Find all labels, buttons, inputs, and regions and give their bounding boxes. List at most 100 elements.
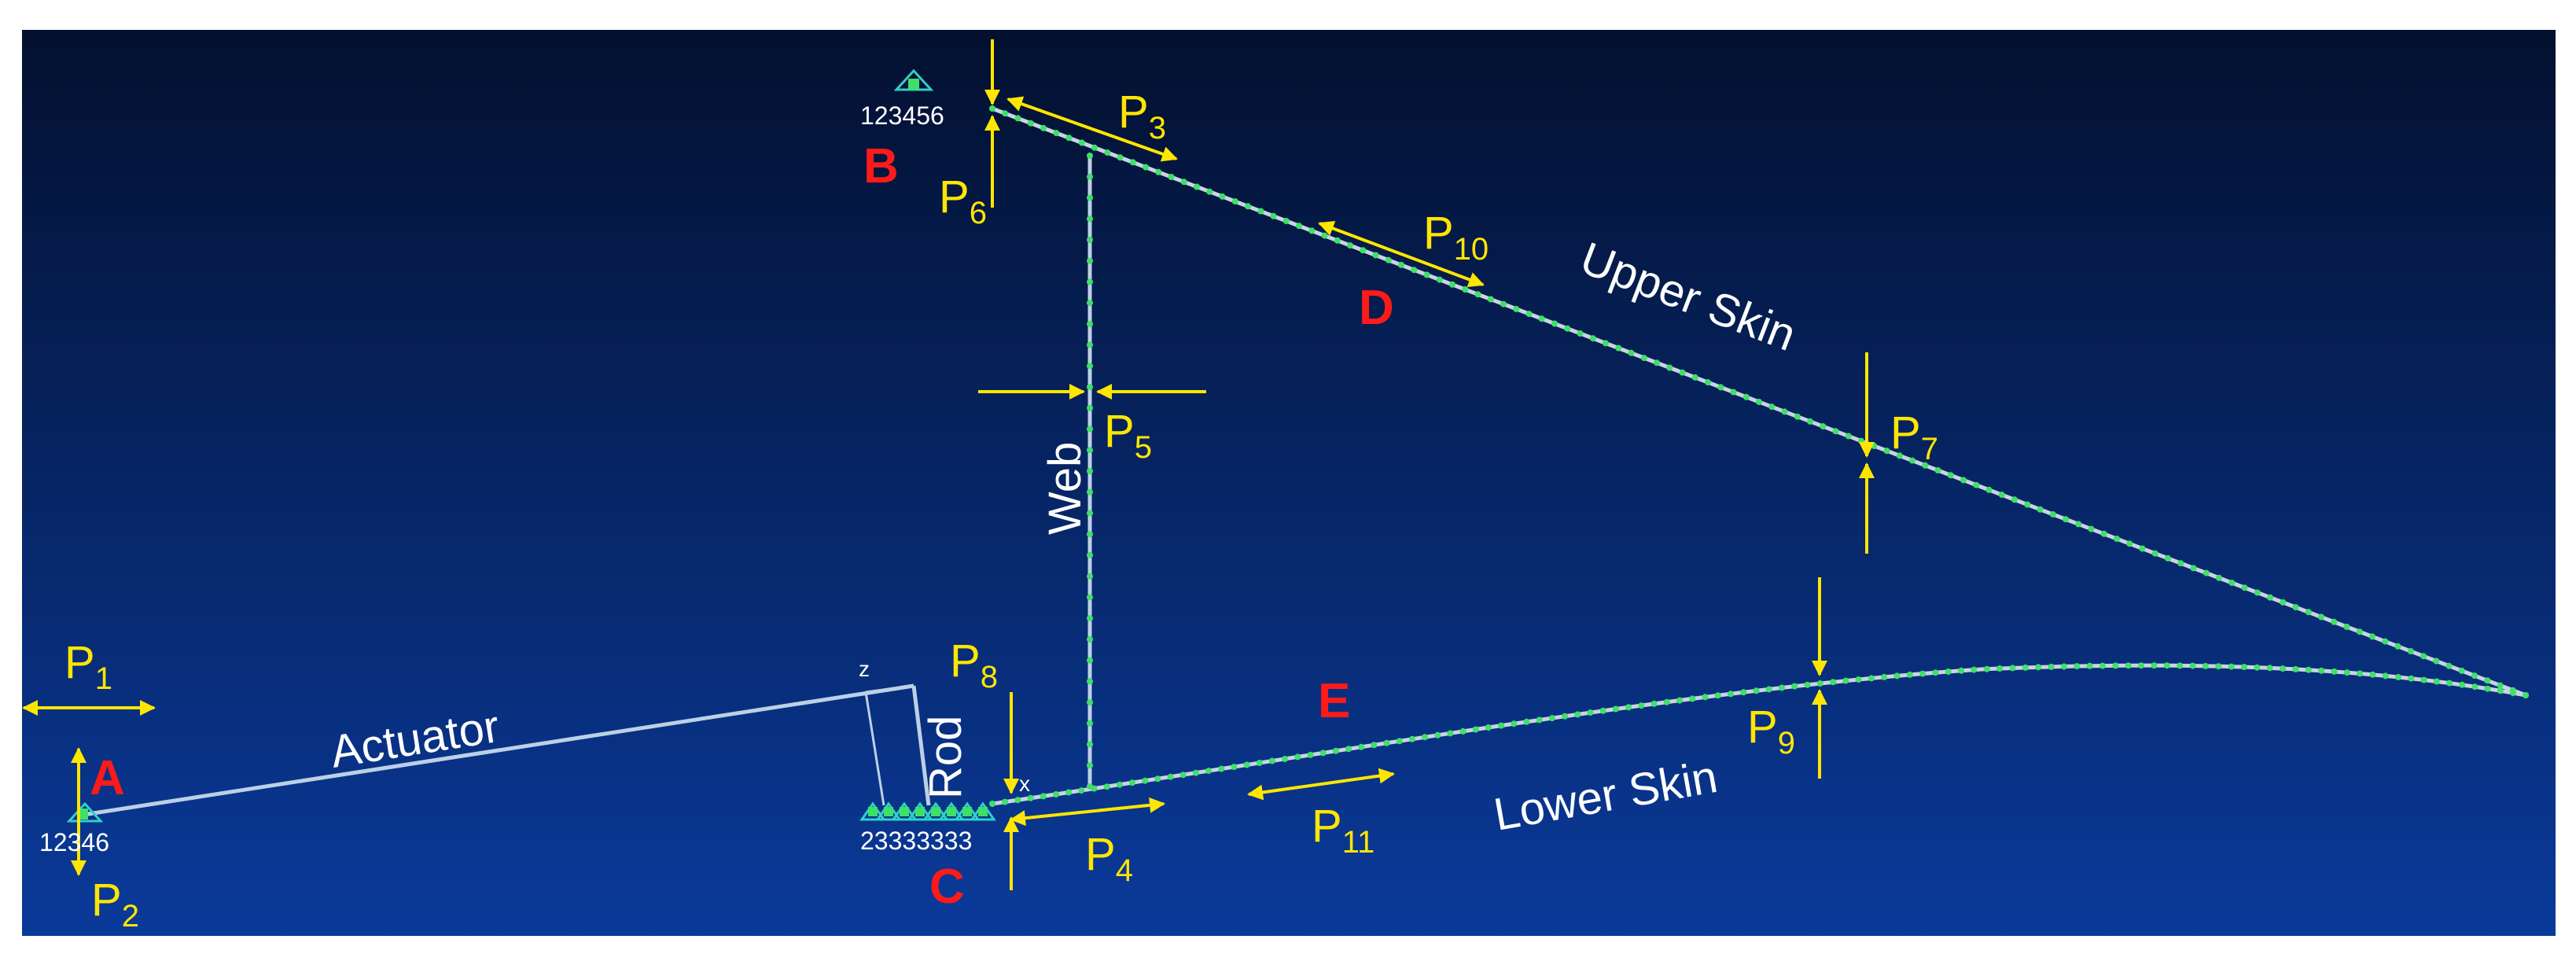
upper-skin-node bbox=[2165, 554, 2171, 562]
lower-skin-node bbox=[1574, 711, 1581, 718]
web-node bbox=[1087, 278, 1093, 285]
web-node bbox=[1087, 320, 1093, 327]
upper-skin-node bbox=[2445, 662, 2453, 669]
lower-skin-node bbox=[1459, 727, 1466, 735]
web-node bbox=[1087, 657, 1093, 664]
upper-skin-node bbox=[2254, 589, 2261, 596]
lower-skin-node bbox=[2099, 662, 2106, 669]
upper-skin-node bbox=[1768, 403, 1776, 411]
lower-skin-node bbox=[1268, 757, 1275, 764]
lower-skin-node bbox=[1816, 680, 1823, 687]
lower-skin-node bbox=[1294, 753, 1301, 761]
upper-skin-node bbox=[1308, 227, 1316, 234]
support-c-triangle bbox=[907, 801, 933, 821]
support-c-node bbox=[962, 807, 972, 816]
p7-label: P7 bbox=[1890, 407, 1938, 466]
lower-skin-node bbox=[2035, 664, 2042, 671]
lower-skin-node bbox=[2215, 663, 2222, 670]
upper-skin-node bbox=[1730, 389, 1737, 396]
lower-skin-node bbox=[1422, 734, 1428, 741]
lower-skin-node bbox=[2446, 680, 2453, 687]
lower-skin-node bbox=[2395, 674, 2401, 680]
point-a-label: A bbox=[90, 751, 125, 805]
upper-skin-node bbox=[1104, 149, 1111, 156]
load-arrows bbox=[22, 39, 1875, 890]
upper-skin-node bbox=[1334, 237, 1341, 244]
lower-skin-node bbox=[2331, 668, 2338, 675]
rod-label: Rod bbox=[920, 716, 971, 799]
upper-skin-node bbox=[2471, 672, 2478, 680]
lower-skin-node bbox=[1753, 687, 1760, 694]
web-node bbox=[1087, 551, 1093, 558]
lower-skin-node bbox=[2254, 664, 2261, 671]
upper-skin-node bbox=[1654, 359, 1660, 366]
upper-skin-node bbox=[1640, 355, 1647, 362]
support-c-triangle bbox=[938, 801, 965, 821]
upper-skin-node bbox=[2420, 653, 2427, 660]
lower-skin-node bbox=[1371, 742, 1378, 749]
upper-skin-node bbox=[1513, 305, 1520, 312]
web-node bbox=[1087, 488, 1093, 495]
upper-skin-node bbox=[1756, 399, 1762, 405]
support-c-node bbox=[915, 807, 925, 816]
axis-x-label: x bbox=[1019, 772, 1030, 796]
upper-skin-node bbox=[1615, 344, 1622, 352]
upper-skin-node bbox=[2114, 536, 2120, 543]
lower-skin-node bbox=[2266, 665, 2273, 672]
lower-skin-node bbox=[1779, 684, 1785, 691]
lower-skin-node bbox=[1804, 681, 1811, 688]
lower-skin-node bbox=[1447, 730, 1454, 737]
support-c-triangle bbox=[954, 801, 981, 821]
upper-skin-node bbox=[2382, 638, 2389, 645]
support-c-triangle bbox=[859, 801, 886, 821]
upper-skin-node bbox=[1807, 418, 1813, 425]
upper-skin-node bbox=[1436, 276, 1443, 283]
upper-skin-node bbox=[2049, 511, 2056, 517]
upper-skin-node bbox=[1065, 134, 1073, 142]
upper-skin-node bbox=[1742, 393, 1750, 400]
upper-skin-node bbox=[2292, 604, 2299, 611]
p3-label: P3 bbox=[1118, 87, 1166, 145]
lower-skin-node bbox=[2382, 672, 2389, 680]
web-node bbox=[1087, 510, 1093, 517]
upper-skin-node bbox=[1091, 144, 1098, 151]
upper-skin-node bbox=[1462, 286, 1469, 293]
load-labels: P1 P2 P3 P4 P5 P6 P7 P8 P9 P10 P11 bbox=[64, 87, 1938, 934]
upper-skin-node bbox=[1219, 193, 1226, 200]
lower-skin-node bbox=[989, 801, 995, 807]
lower-skin-node bbox=[2369, 671, 2376, 678]
upper-skin-node bbox=[1500, 300, 1507, 308]
upper-skin-node bbox=[1781, 408, 1788, 415]
upper-skin-node bbox=[1040, 124, 1047, 131]
web-node bbox=[1087, 741, 1093, 748]
point-d-label: D bbox=[1359, 281, 1394, 335]
upper-skin-node bbox=[2331, 618, 2338, 625]
lower-skin-node bbox=[2459, 681, 2466, 688]
upper-skin-node bbox=[1053, 130, 1060, 137]
lower-skin-node bbox=[1345, 746, 1352, 753]
lower-skin-node bbox=[2280, 665, 2287, 672]
web-node bbox=[1087, 615, 1093, 622]
support-c-triangle bbox=[922, 801, 949, 821]
lower-skin-node bbox=[1740, 689, 1747, 696]
upper-skin-node bbox=[1078, 139, 1085, 146]
web-node bbox=[1087, 783, 1093, 790]
upper-skin-node bbox=[2484, 677, 2491, 684]
support-c-node bbox=[900, 807, 909, 816]
web-node bbox=[1087, 468, 1093, 474]
diagram-background bbox=[22, 30, 2556, 936]
web-node bbox=[1087, 215, 1093, 223]
upper-skin-node bbox=[1117, 154, 1124, 161]
upper-skin-node bbox=[1845, 433, 1852, 440]
upper-skin-node bbox=[1538, 315, 1545, 322]
lower-skin-node bbox=[2177, 662, 2184, 669]
lower-skin-node bbox=[1472, 726, 1479, 733]
lower-skin-node bbox=[1612, 705, 1619, 713]
upper-skin-node bbox=[1282, 218, 1290, 224]
upper-skin-node bbox=[1883, 448, 1890, 455]
lower-skin-node bbox=[2471, 683, 2478, 691]
upper-skin-node bbox=[1002, 110, 1009, 117]
lower-skin-node bbox=[1027, 794, 1034, 801]
upper-skin-node bbox=[1245, 203, 1251, 210]
